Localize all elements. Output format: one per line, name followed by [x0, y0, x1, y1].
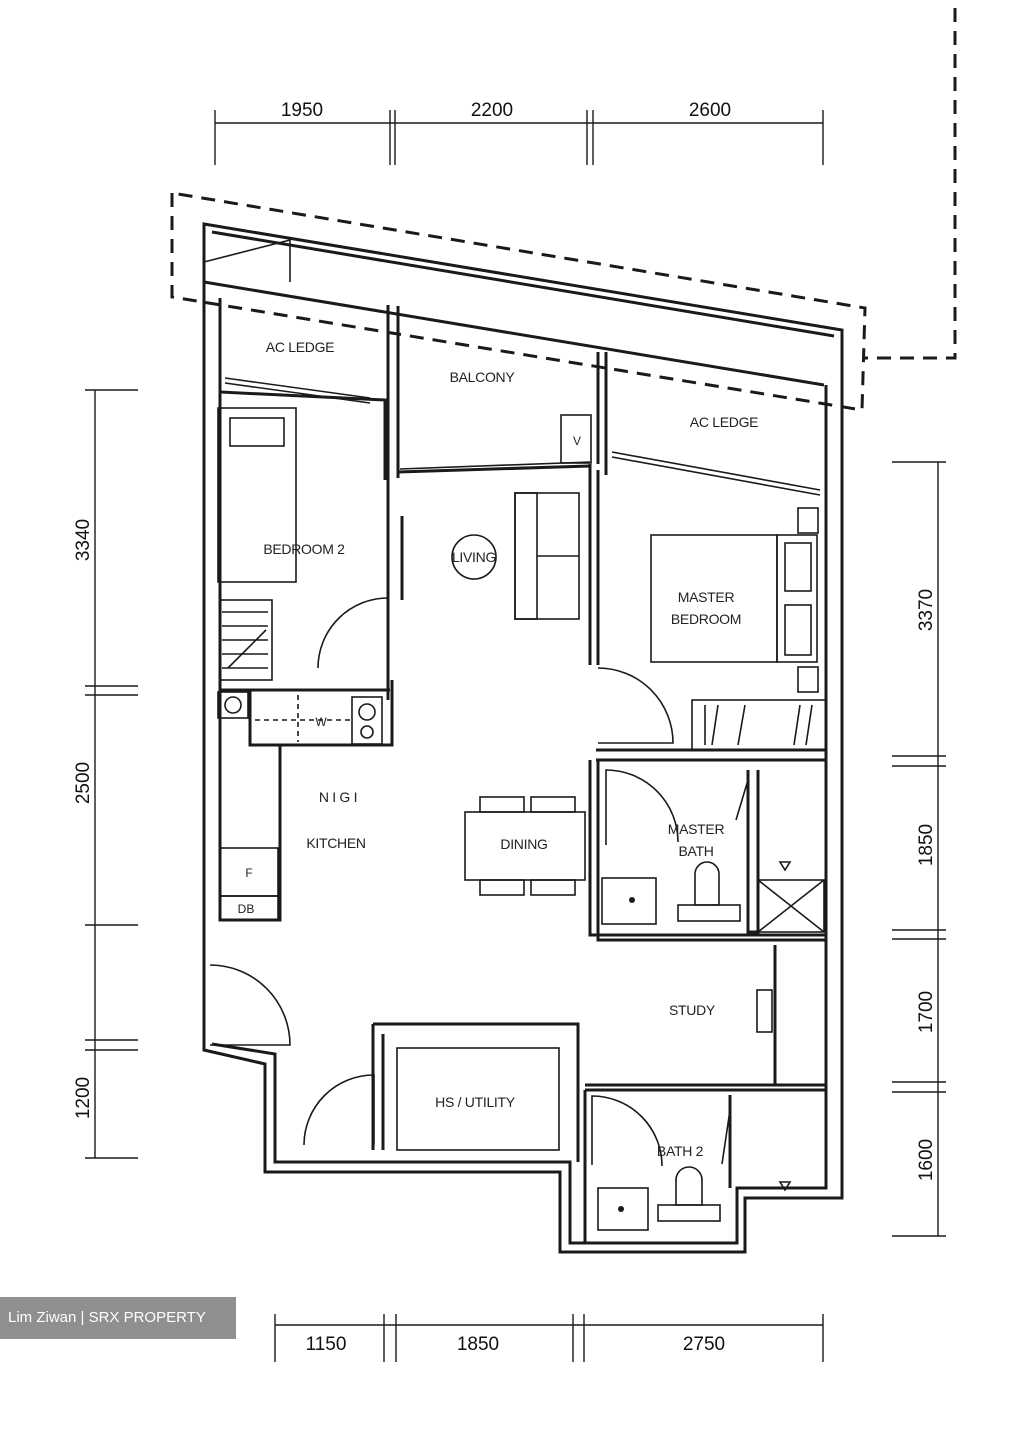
exterior-walls — [202, 222, 844, 1254]
dim-top-1: 1950 — [281, 100, 323, 121]
dim-top-2: 2200 — [471, 100, 513, 121]
dim-left-3: 1200 — [73, 1077, 94, 1119]
label-ac-ledge-right: AC LEDGE — [690, 414, 758, 430]
label-hs-utility: HS / UTILITY — [435, 1094, 516, 1110]
dim-top-3: 2600 — [689, 100, 731, 121]
dimension-left: 3340 2500 1200 — [73, 389, 138, 1159]
label-washer: W — [315, 715, 327, 729]
label-master-bath-2: BATH — [678, 843, 713, 859]
roof-outline — [170, 8, 957, 412]
dimension-right: 3370 1850 1700 1600 — [892, 461, 946, 1237]
label-kitchen: KITCHEN — [306, 835, 365, 851]
label-vent: V — [573, 434, 581, 448]
label-master-bath-1: MASTER — [668, 821, 725, 837]
label-balcony: BALCONY — [450, 369, 516, 385]
dim-bottom-1: 1150 — [306, 1334, 347, 1355]
furniture — [217, 407, 827, 1231]
label-study: STUDY — [669, 1002, 716, 1018]
living-circle — [451, 534, 497, 580]
room-labels: AC LEDGE BALCONY AC LEDGE BEDROOM 2 LIVI… — [263, 339, 758, 1159]
dim-right-4: 1600 — [916, 1139, 937, 1181]
label-living: LIVING — [452, 549, 496, 565]
windows — [224, 377, 821, 496]
label-fridge: F — [245, 866, 252, 880]
fixture-labels: W F DB V — [238, 434, 581, 916]
dim-right-1: 3370 — [916, 589, 937, 631]
watermark: Lim Ziwan | SRX PROPERTY — [0, 1297, 236, 1339]
label-bath-2: BATH 2 — [657, 1143, 704, 1159]
label-bedroom-2: BEDROOM 2 — [263, 541, 345, 557]
interior-walls — [218, 298, 826, 1243]
dimension-top: 1950 2200 2600 — [214, 100, 824, 165]
label-kitchen-code: N I G I — [319, 789, 357, 805]
label-db: DB — [238, 902, 255, 916]
dim-left-1: 3340 — [73, 519, 94, 561]
dim-left-2: 2500 — [73, 762, 94, 804]
label-dining: DINING — [500, 836, 547, 852]
doors — [209, 516, 749, 1167]
label-master-bedroom-2: BEDROOM — [671, 611, 741, 627]
label-master-bedroom-1: MASTER — [678, 589, 735, 605]
dim-right-2: 1850 — [916, 824, 937, 866]
label-ac-ledge-left: AC LEDGE — [266, 339, 334, 355]
dim-bottom-3: 2750 — [683, 1334, 725, 1355]
dim-bottom-2: 1850 — [457, 1334, 499, 1355]
dimension-bottom: 1150 1850 2750 — [274, 1314, 824, 1362]
dim-right-3: 1700 — [916, 991, 937, 1033]
